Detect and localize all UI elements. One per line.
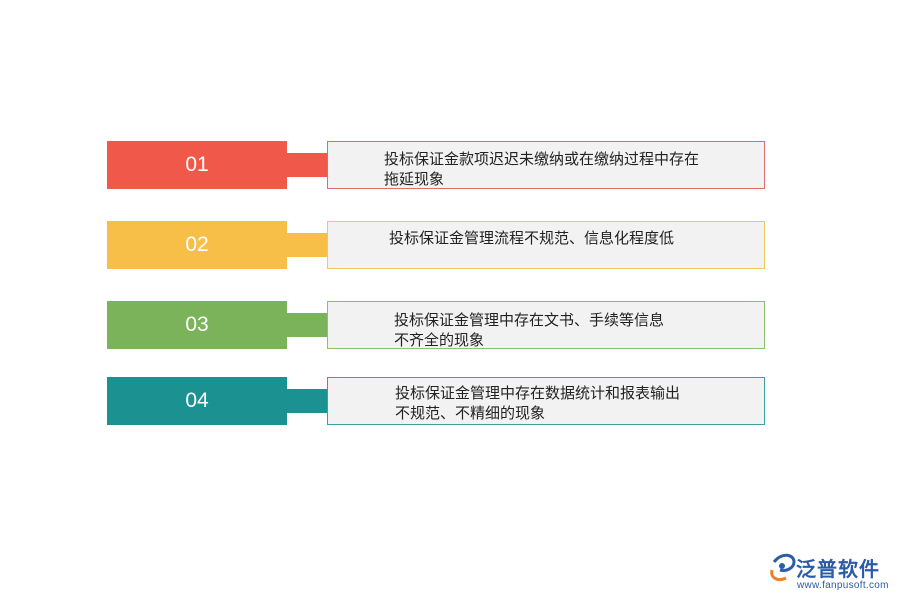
logo-url: www.fanpusoft.com bbox=[797, 580, 889, 591]
text-box-4: 投标保证金管理中存在数据统计和报表输出 不规范、不精细的现象 bbox=[327, 377, 765, 425]
item-text-1: 投标保证金款项迟迟未缴纳或在缴纳过程中存在 拖延现象 bbox=[384, 150, 700, 188]
fanpu-logo-icon bbox=[770, 553, 796, 582]
number-label-3: 03 bbox=[185, 313, 209, 336]
number-box-1: 01 bbox=[107, 141, 287, 189]
text-box-3: 投标保证金管理中存在文书、手续等信息 不齐全的现象 bbox=[327, 301, 765, 349]
number-box-3: 03 bbox=[107, 301, 287, 349]
number-label-4: 04 bbox=[185, 389, 209, 412]
number-label-2: 02 bbox=[185, 233, 209, 256]
number-box-4: 04 bbox=[107, 377, 287, 425]
number-box-2: 02 bbox=[107, 221, 287, 269]
item-text-4: 投标保证金管理中存在数据统计和报表输出 不规范、不精细的现象 bbox=[395, 384, 681, 422]
item-text-3: 投标保证金管理中存在文书、手续等信息 不齐全的现象 bbox=[394, 311, 665, 349]
text-box-1: 投标保证金款项迟迟未缴纳或在缴纳过程中存在 拖延现象 bbox=[327, 141, 765, 189]
text-box-2: 投标保证金管理流程不规范、信息化程度低 bbox=[327, 221, 765, 269]
number-label-1: 01 bbox=[185, 153, 209, 176]
logo-name: 泛普软件 bbox=[796, 557, 880, 581]
item-text-2: 投标保证金管理流程不规范、信息化程度低 bbox=[389, 229, 675, 247]
